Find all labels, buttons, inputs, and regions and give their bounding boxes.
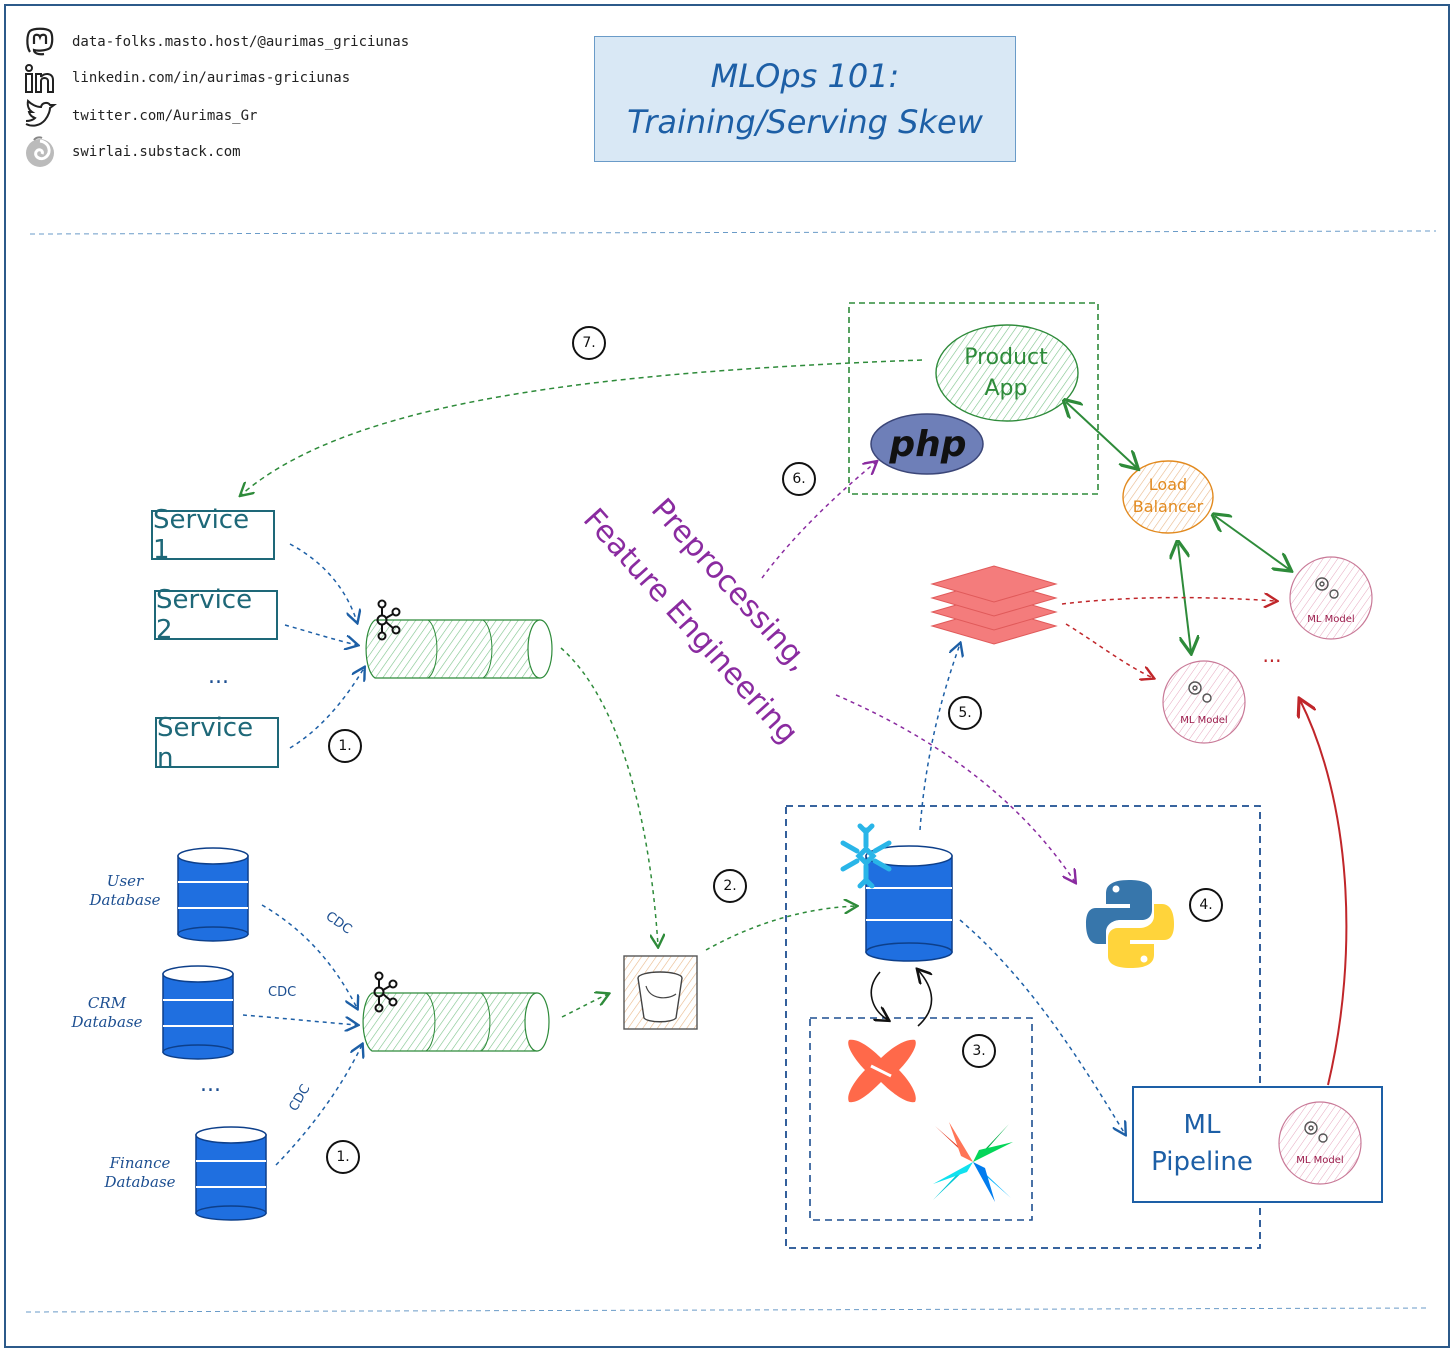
services-ellipsis: ... [208, 664, 229, 689]
ml-pipeline-label-2: Pipeline [1151, 1147, 1253, 1177]
arrow-warehouse-featurestore [919, 644, 960, 831]
social-twitter[interactable]: twitter.com/Aurimas_Gr [22, 98, 257, 134]
product-app-label-1: Product [964, 345, 1048, 370]
gear-icon [1304, 1121, 1328, 1143]
arrow-lb-model1 [1215, 516, 1290, 570]
social-twitter-text: twitter.com/Aurimas_Gr [72, 108, 258, 124]
product-app-node [935, 324, 1079, 422]
arrow-service1-kafka [289, 543, 357, 622]
ml-model-node-3 [1278, 1101, 1362, 1185]
arrow-userdb-kafka [261, 904, 357, 1008]
linkedin-icon [25, 64, 54, 93]
social-swirlai[interactable]: swirlai.substack.com [22, 134, 241, 170]
ml-model-label-1: ML Model [1307, 614, 1354, 625]
kafka-stream-databases [362, 992, 550, 1052]
step-marker: 3. [962, 1034, 996, 1068]
models-ellipsis: ... [1262, 643, 1281, 667]
user-database-icon [177, 847, 249, 942]
ml-model-label-2: ML Model [1180, 715, 1227, 726]
ml-model-node-1 [1289, 556, 1373, 640]
social-mastodon[interactable]: data-folks.masto.host/@aurimas_griciunas [22, 24, 409, 60]
arrow-service2-kafka [284, 624, 357, 645]
crm-database-label: CRM Database [71, 994, 143, 1031]
swirlai-icon [26, 136, 54, 167]
step-marker: 4. [1189, 888, 1223, 922]
step-marker: 2. [713, 869, 747, 903]
ml-pipeline-label-1: ML [1184, 1110, 1221, 1140]
title-line-1: MLOps 101: [710, 57, 900, 95]
social-linkedin[interactable]: linkedin.com/in/aurimas-griciunas [22, 60, 350, 96]
arrow-s3-warehouse [705, 906, 856, 951]
databases-ellipsis: ... [200, 1072, 221, 1097]
step-marker: 7. [572, 326, 606, 360]
social-swirlai-text: swirlai.substack.com [72, 144, 241, 160]
php-label: php [888, 424, 966, 465]
service-1-box: Service 1 [151, 505, 275, 565]
kafka-icon [373, 971, 398, 1013]
user-database-label: User Database [89, 872, 161, 909]
service-2-box: Service 2 [154, 585, 278, 645]
arrow-crmdb-kafka [242, 1014, 357, 1025]
finance-database-icon [195, 1126, 267, 1221]
bottom-separator [25, 1307, 1431, 1313]
title-line-2: Training/Serving Skew [627, 103, 983, 141]
step-marker: 1. [328, 729, 362, 763]
arrow-featurestore-model1 [1061, 598, 1276, 604]
gear-icon [1315, 577, 1339, 599]
data-platform-box [785, 805, 1261, 1249]
transformation-box [809, 1017, 1033, 1221]
crm-database-icon [162, 965, 234, 1060]
cdc-label-finance: CDC [286, 1082, 313, 1114]
kafka-icon [376, 599, 401, 641]
step-marker: 6. [782, 462, 816, 496]
title-box: MLOps 101: Training/Serving Skew [594, 36, 1016, 162]
arrow-kafka2-s3 [561, 994, 608, 1018]
load-balancer-label-1: Load [1149, 475, 1187, 494]
s3-bucket-icon [623, 955, 698, 1030]
ml-model-node-2 [1162, 660, 1246, 744]
transform-arrow-down [870, 971, 888, 1020]
snowflake-icon [840, 823, 892, 889]
finance-database-label: Finance Database [104, 1154, 176, 1191]
airflow-icon [933, 1122, 1013, 1202]
arrow-warehouse-pipeline [959, 919, 1125, 1134]
gear-icon [1188, 681, 1212, 703]
top-separator [29, 230, 1437, 235]
arrow-app-lb [1066, 402, 1137, 468]
feature-store-icon [930, 565, 1058, 645]
load-balancer-label-2: Balancer [1133, 497, 1204, 516]
arrow-preprocessing-php [761, 462, 876, 579]
arrow-preprocessing-python [835, 694, 1075, 882]
php-icon [870, 413, 984, 475]
ml-model-label-3: ML Model [1296, 1155, 1343, 1166]
step-marker: 5. [948, 696, 982, 730]
diagram-frame [4, 4, 1450, 1348]
product-app-label-2: App [985, 376, 1028, 401]
arrow-servicen-kafka [289, 668, 364, 749]
social-mastodon-text: data-folks.masto.host/@aurimas_griciunas [72, 34, 410, 50]
social-linkedin-text: linkedin.com/in/aurimas-griciunas [72, 70, 351, 86]
service-n-box: Service n [155, 713, 279, 773]
transform-arrow-up [918, 970, 932, 1027]
dbt-icon [848, 1039, 916, 1103]
twitter-icon [25, 98, 57, 127]
load-balancer-node [1122, 460, 1214, 534]
arrow-kafka1-s3 [560, 647, 658, 946]
cdc-label-crm: CDC [268, 985, 296, 1000]
arrow-pipeline-models [1300, 700, 1348, 1086]
warehouse-database-icon [865, 845, 953, 962]
kafka-stream-services [365, 619, 553, 679]
arrow-financedb-kafka [275, 1045, 362, 1166]
cdc-label-user: CDC [323, 909, 355, 937]
arrow-productapp-services [241, 359, 923, 495]
mastodon-icon [26, 27, 54, 56]
step-marker: 1. [326, 1140, 360, 1174]
python-icon [1086, 880, 1174, 968]
arrow-featurestore-model2 [1065, 623, 1153, 678]
